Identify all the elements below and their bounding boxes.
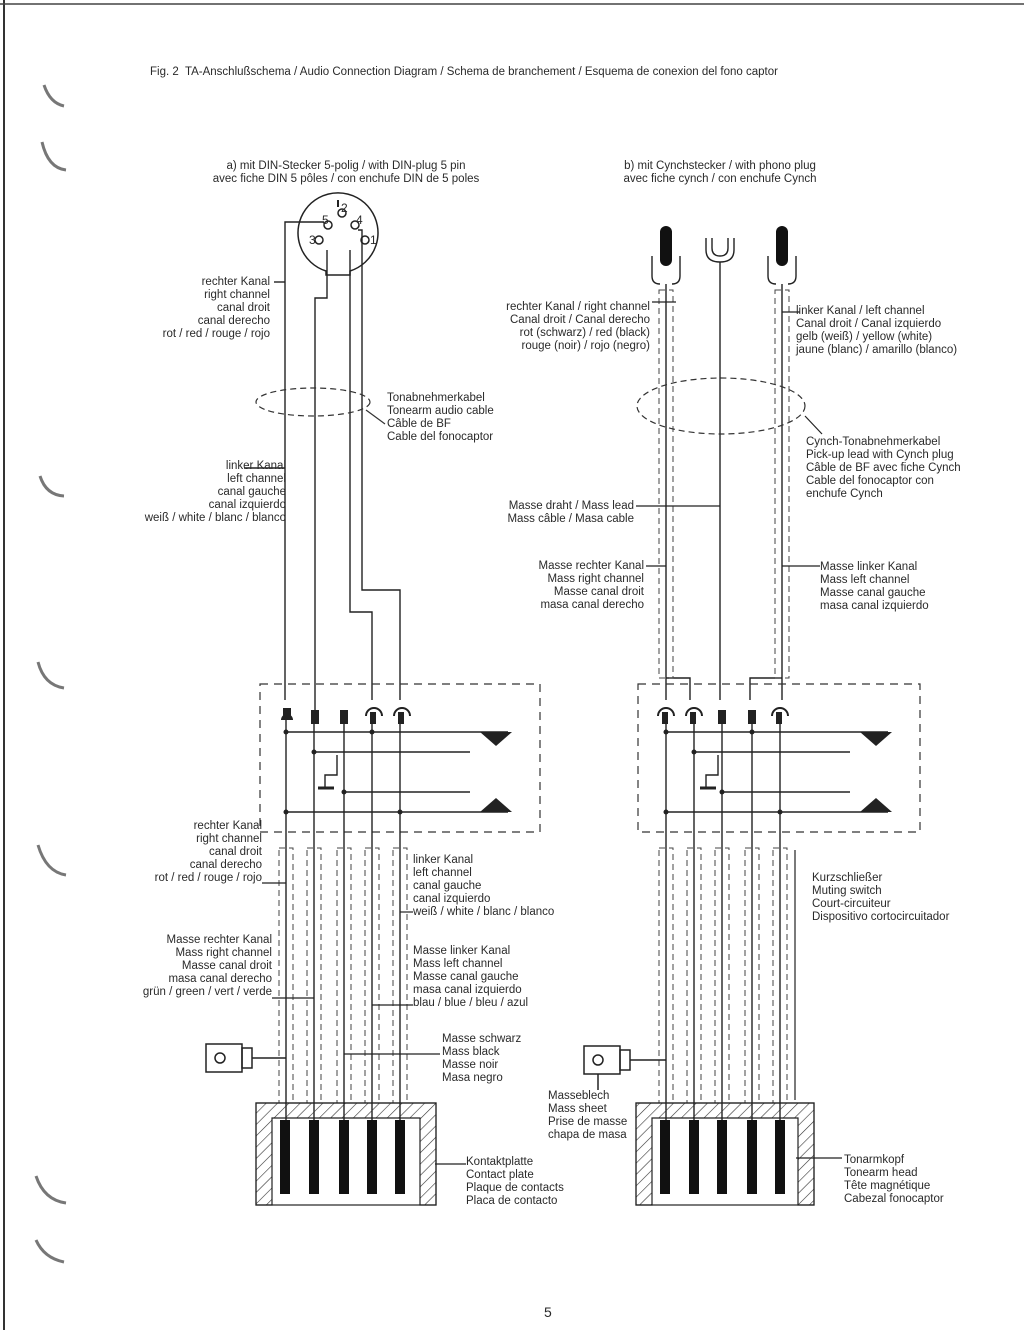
label-a-tonearm-cable: Tonabnehmerkabel Tonearm audio cable Câb… [387,392,494,443]
din-pin-3: 3 [309,233,316,247]
label-a-mass-black: Masse schwarz Mass black Masse noir Masa… [442,1033,522,1084]
din-wires [244,221,401,712]
label-a-lower-left-channel: linker Kanal left channel canal gauche c… [413,854,555,918]
phono-plugs [651,226,797,285]
din-pin-4: 4 [356,213,363,227]
label-a-mass-left: Masse linker Kanal Mass left channel Mas… [413,945,529,1009]
phono-shields [658,289,790,679]
wire-shields-a [278,847,408,1104]
section-b-heading: b) mit Cynchstecker / with phono plug av… [623,160,817,185]
label-a-lower-right-channel: rechter Kanal right channel canal droit … [154,820,262,884]
label-b-mass-lead: Masse draht / Mass lead Mass câble / Mas… [507,500,634,525]
page-number: 5 [544,1304,552,1320]
mass-sheet-plug-a [205,1043,286,1073]
contact-plate-a [255,1102,437,1206]
label-b-right-channel: rechter Kanal / right channel Canal droi… [506,301,650,352]
tonearm-cable-ellipse-a [255,387,371,417]
label-b-mass-right: Masse rechter Kanal Mass right channel M… [538,560,644,611]
tonearm-head-b [635,1102,815,1206]
label-a-mass-right: Masse rechter Kanal Mass right channel M… [142,934,272,998]
switch-box-a [259,683,541,1120]
din-plug [297,192,379,276]
wire-shields-b [658,847,788,1104]
section-a-heading: a) mit DIN-Stecker 5-polig / with DIN-pl… [212,160,480,185]
label-b-cynch-cable: Cynch-Tonabnehmerkabel Pick-up lead with… [806,436,961,500]
cynch-cable-ellipse [636,377,806,435]
label-a-contact-plate: Kontaktplatte Contact plate Plaque de co… [466,1156,564,1207]
switch-box-b [637,683,921,1120]
phono-wires [665,262,783,700]
din-pin-5: 5 [322,213,329,227]
label-b-tonearm-head: Tonarmkopf Tonearm head Tête magnétique … [844,1154,944,1205]
label-a-right-channel: rechter Kanal right channel canal droit … [162,276,270,340]
din-pin-2: 2 [341,201,348,215]
binder-holes [34,84,67,1264]
label-b-left-channel: linker Kanal / left channel Canal droit … [796,305,958,356]
mass-sheet-plug-b [583,1045,666,1090]
figure-title: Fig. 2 TA-Anschlußschema / Audio Connect… [150,66,778,78]
label-b-mass-sheet: Masseblech Mass sheet Prise de masse cha… [548,1090,628,1141]
din-pin-1: 1 [370,233,377,247]
label-b-mass-left: Masse linker Kanal Mass left channel Mas… [820,561,929,612]
label-a-left-channel: linker Kanal left channel canal gauche c… [144,460,286,524]
label-b-muting-switch: Kurzschließer Muting switch Court-circui… [812,872,950,923]
